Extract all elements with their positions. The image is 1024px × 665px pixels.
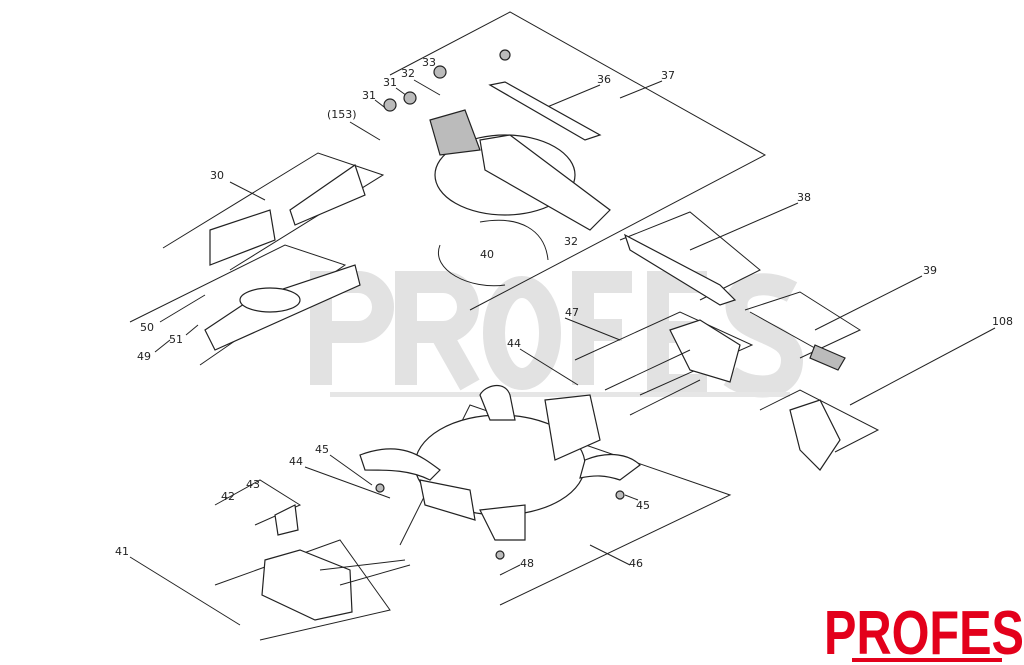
leader-lines bbox=[129, 79, 996, 626]
part-label: 31 bbox=[383, 76, 397, 89]
part-label: 31 bbox=[362, 89, 376, 102]
knob bbox=[809, 344, 846, 371]
base-arm-right bbox=[579, 453, 641, 481]
part-label: 39 bbox=[923, 264, 937, 277]
part-label: 30 bbox=[210, 169, 224, 182]
part-label: 48 bbox=[520, 557, 534, 570]
fence-right bbox=[289, 164, 366, 226]
part-label: 47 bbox=[565, 306, 579, 319]
part-label: 51 bbox=[169, 333, 183, 346]
part-label: 32 bbox=[401, 67, 415, 80]
part-label: 49 bbox=[137, 350, 151, 363]
part-label: 45 bbox=[315, 443, 329, 456]
part-label: 32 bbox=[564, 235, 578, 248]
spring bbox=[479, 219, 549, 261]
part-labels: 33 32 31 31 (153) 36 37 30 38 32 40 39 1… bbox=[115, 56, 1013, 570]
side-extension bbox=[261, 549, 353, 621]
svg-text:PROFES: PROFES bbox=[824, 599, 1024, 665]
cable bbox=[437, 244, 506, 287]
table-front bbox=[419, 479, 476, 521]
fence-left bbox=[209, 209, 276, 266]
base-arm-bottom bbox=[479, 504, 526, 541]
watermark bbox=[310, 271, 804, 398]
guard-link bbox=[488, 81, 602, 141]
part-label: 108 bbox=[992, 315, 1013, 328]
guard-bracket bbox=[429, 109, 481, 156]
clamp-rod bbox=[623, 233, 737, 306]
extension-support bbox=[669, 319, 741, 383]
vise-clamp bbox=[789, 399, 841, 471]
part-label: 33 bbox=[422, 56, 436, 69]
parts bbox=[204, 49, 846, 621]
part-label: 43 bbox=[246, 478, 260, 491]
part-label: 44 bbox=[507, 337, 521, 350]
part-label: 38 bbox=[797, 191, 811, 204]
part-label: 46 bbox=[629, 557, 643, 570]
part-label: (153) bbox=[327, 108, 357, 121]
part-label: 37 bbox=[661, 69, 675, 82]
base-arm-top bbox=[479, 385, 516, 421]
part-label: 45 bbox=[636, 499, 650, 512]
part-label: 36 bbox=[597, 73, 611, 86]
part-label: 41 bbox=[115, 545, 129, 558]
part-label: 40 bbox=[480, 248, 494, 261]
base-arm-left bbox=[359, 448, 441, 481]
profes-logo: PROFES bbox=[824, 599, 1024, 665]
part-label: 42 bbox=[221, 490, 235, 503]
guard-arm bbox=[479, 134, 611, 231]
table-insert bbox=[544, 394, 601, 461]
holder bbox=[274, 504, 299, 536]
part-label: 44 bbox=[289, 455, 303, 468]
part-label: 50 bbox=[140, 321, 154, 334]
